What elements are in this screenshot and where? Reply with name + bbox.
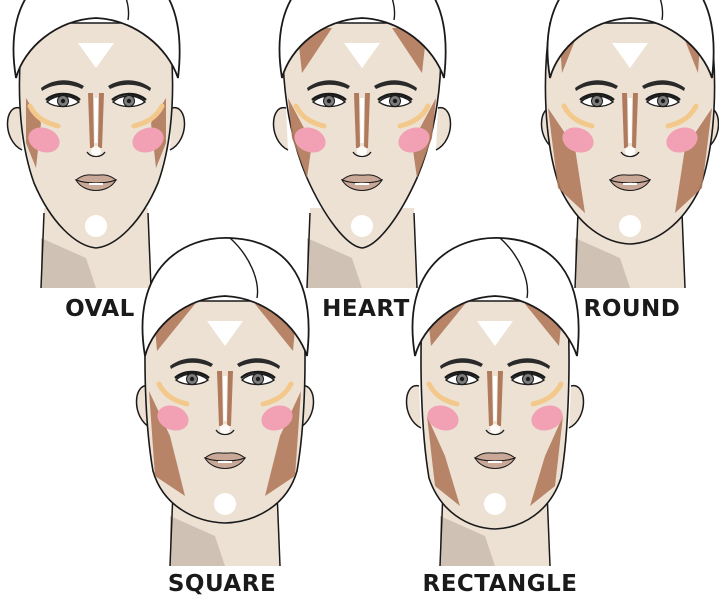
face-oval [8, 0, 185, 288]
chin-highlight [214, 493, 236, 515]
label-round: ROUND [532, 296, 719, 322]
pupil-right [256, 377, 260, 381]
pupil-left [595, 99, 599, 103]
pupil-right [127, 99, 131, 103]
ear-left [274, 108, 289, 150]
nose-highlight [223, 376, 227, 421]
label-square: SQUARE [122, 571, 322, 597]
ear-right [569, 386, 584, 428]
ear-right [436, 108, 451, 150]
nose-highlight [360, 98, 364, 143]
chin-highlight [351, 215, 373, 237]
nose-highlight [628, 98, 632, 143]
nose-tip-highlight [490, 424, 500, 434]
chin-highlight [484, 493, 506, 515]
nose-highlight [493, 376, 497, 421]
nose-tip-highlight [357, 146, 367, 156]
pupil-left [327, 99, 331, 103]
nose-highlight [94, 98, 98, 143]
pupil-left [61, 99, 65, 103]
nose-tip-highlight [625, 146, 635, 156]
pupil-left [190, 377, 194, 381]
pupil-left [460, 377, 464, 381]
chin-highlight [619, 215, 641, 237]
face-square [137, 238, 314, 566]
label-oval: OVAL [0, 296, 200, 322]
chin-highlight [85, 215, 107, 237]
pupil-right [661, 99, 665, 103]
pupil-right [526, 377, 530, 381]
ear-left [407, 386, 422, 428]
pupil-right [393, 99, 397, 103]
label-rectangle: RECTANGLE [400, 571, 600, 597]
label-heart: HEART [266, 296, 466, 322]
nose-tip-highlight [91, 146, 101, 156]
face-heart [274, 0, 451, 288]
face-rectangle [407, 238, 584, 566]
nose-tip-highlight [220, 424, 230, 434]
face-round [542, 0, 719, 288]
